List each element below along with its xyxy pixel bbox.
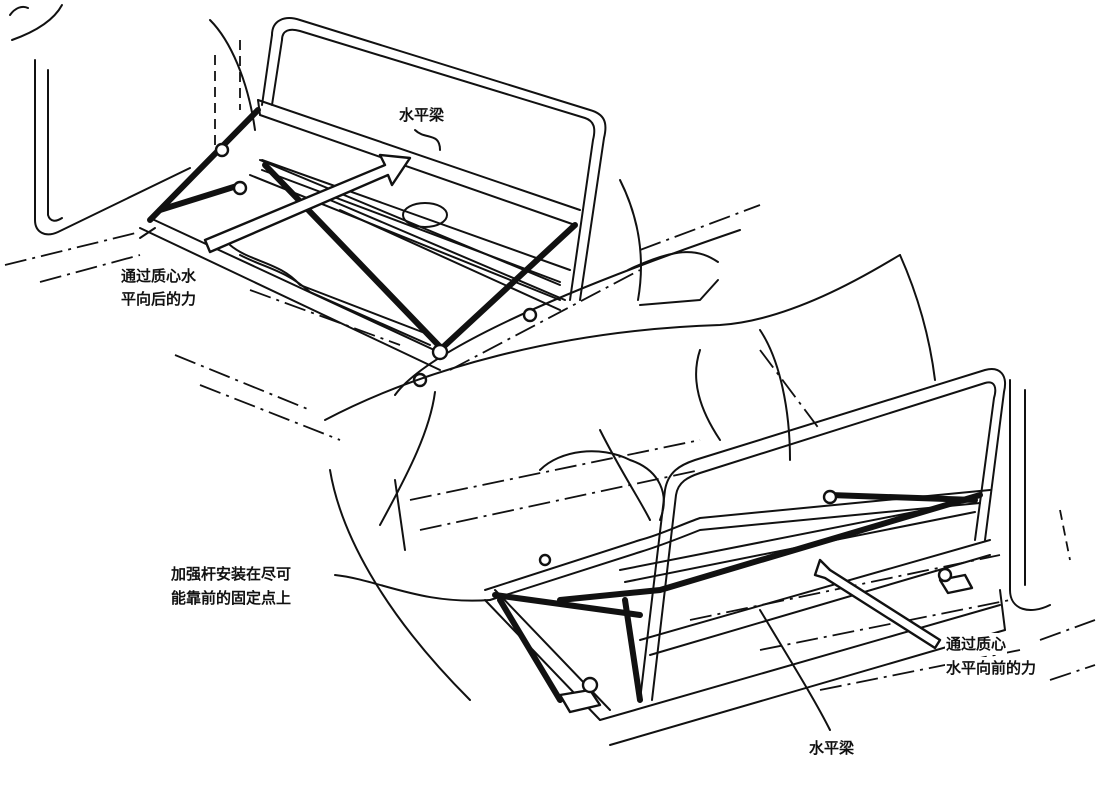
- rear-force-label-line2: 平向后的力: [120, 288, 198, 310]
- brace-label-line1: 加强杆安装在尽可: [170, 563, 293, 585]
- bottom-brace-bars: [492, 489, 983, 703]
- top-seat-frame: [257, 17, 607, 311]
- bottom-beam-label: 水平梁: [808, 737, 856, 759]
- rear-force-arrow: [203, 153, 412, 254]
- top-brace-bars: [147, 107, 578, 388]
- top-car-body-outline: [4, 4, 761, 441]
- bottom-beam-leader: [759, 609, 831, 731]
- bottom-floor-rails: [484, 539, 1006, 746]
- brace-leader-bottom: [334, 574, 491, 602]
- top-beam-leader: [414, 129, 441, 151]
- rear-force-label-line1: 通过质心水: [120, 265, 198, 287]
- front-force-label-line1: 通过质心: [945, 633, 1008, 655]
- brace-label-line2: 能靠前的固定点上: [170, 587, 293, 609]
- bottom-seat-frame: [484, 368, 1006, 701]
- top-beam-label: 水平梁: [398, 104, 446, 126]
- front-force-label-line2: 水平向前的力: [945, 657, 1038, 679]
- brace-leader-top: [379, 391, 436, 526]
- front-force-arrow: [813, 558, 942, 650]
